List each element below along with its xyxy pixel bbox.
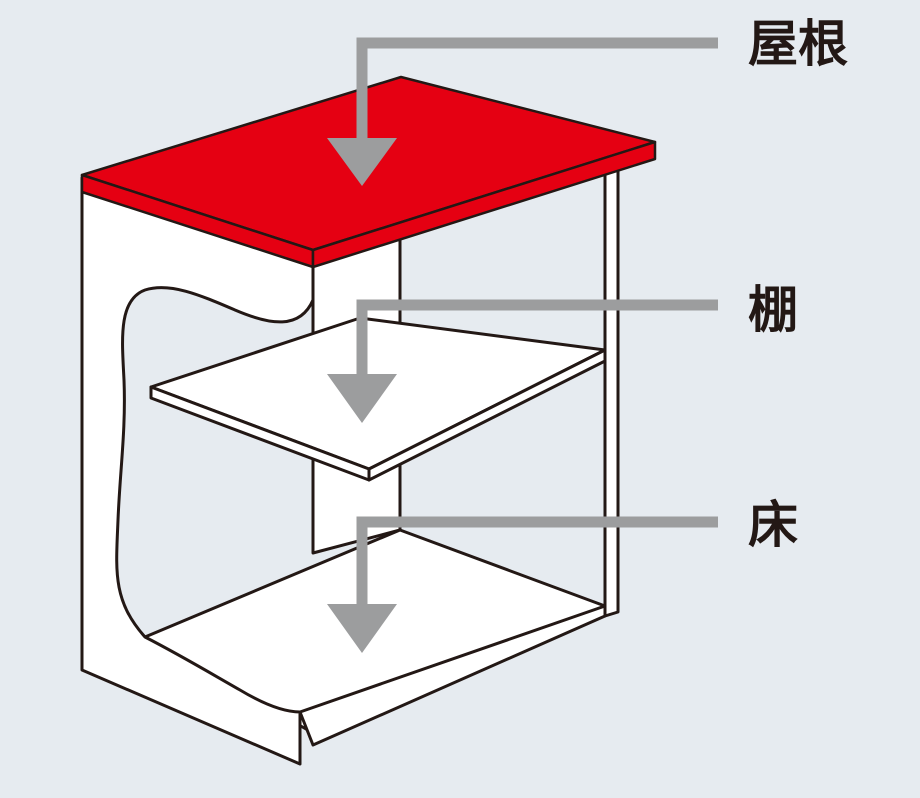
shelf-label: 棚 — [748, 281, 798, 339]
roof-label: 屋根 — [748, 15, 848, 73]
shelf-arrow-line — [356, 299, 718, 376]
roof-arrowhead — [327, 138, 397, 186]
floor-arrow-line — [356, 516, 718, 606]
right-side-panel — [603, 162, 620, 618]
floor-arrowhead — [327, 604, 397, 653]
roof-side-edge — [311, 140, 657, 269]
roof-arrow-line — [356, 37, 718, 140]
floor-label: 床 — [748, 496, 798, 554]
shelf-arrowhead — [327, 374, 397, 423]
left-side-panel — [80, 176, 315, 766]
floor-front-edge — [298, 604, 607, 747]
